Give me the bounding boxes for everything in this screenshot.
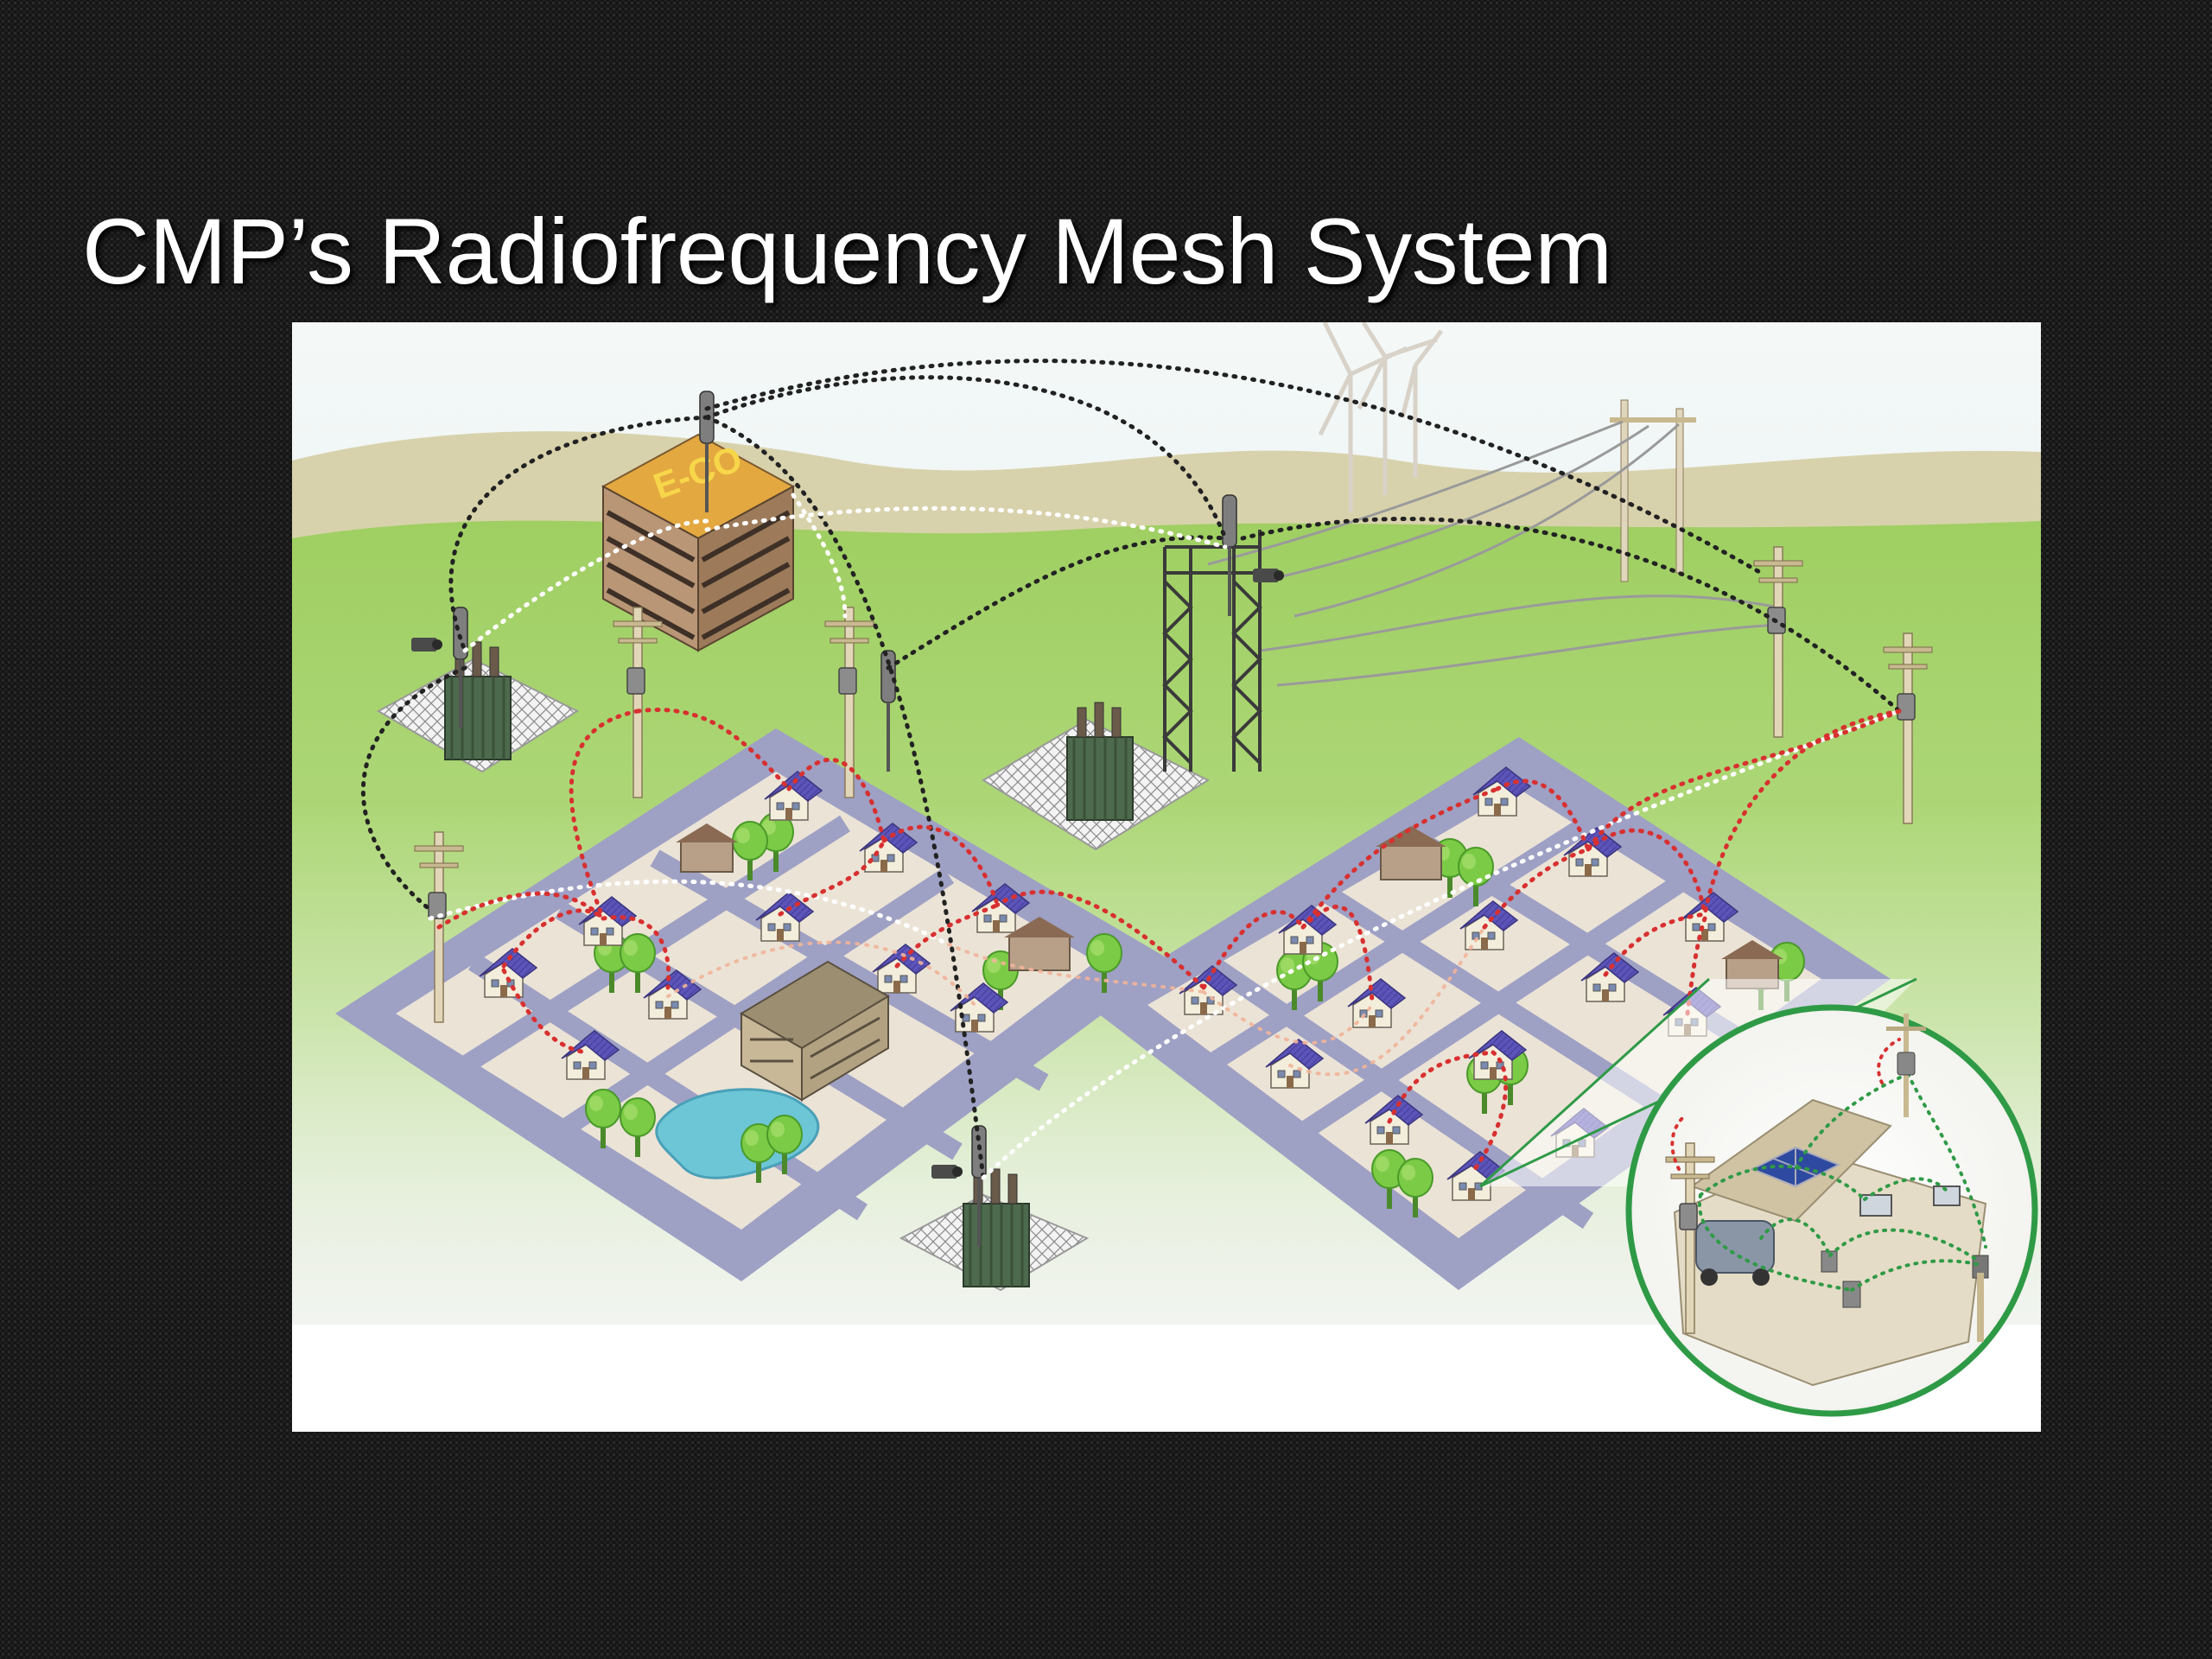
mesh-home-links <box>436 708 1902 1176</box>
car-icon <box>1695 1220 1775 1274</box>
utility-office-building: E-CO <box>601 391 796 652</box>
school-building-icon <box>740 960 890 1102</box>
camera-icon <box>1253 569 1284 582</box>
wind-turbine-icon <box>1318 322 1443 512</box>
neighborhood-right <box>1087 737 1891 1290</box>
home-area-network-inset <box>1625 1004 2038 1417</box>
slide-title: CMP’s Radiofrequency Mesh System <box>82 199 1612 303</box>
mesh-white-links <box>428 493 1902 1180</box>
mesh-network-illustration: E-CO <box>292 322 2041 1432</box>
lattice-tower-icon <box>1162 530 1262 772</box>
commercial-building-icon <box>676 823 1783 989</box>
mesh-backbone-links <box>360 359 1902 1180</box>
power-line-icon <box>1207 399 1779 687</box>
mesh-inhome-links <box>1697 1072 1987 1292</box>
